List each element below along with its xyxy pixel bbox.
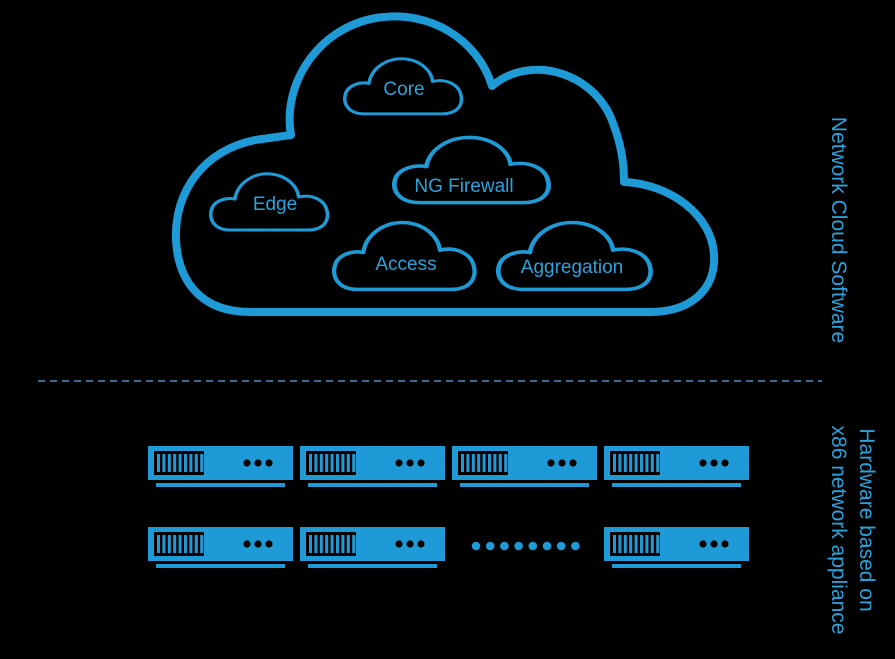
server-rack-icon (604, 527, 749, 568)
cloud-access: Access (334, 222, 474, 289)
cloud-edge: Edge (209, 171, 330, 232)
cloud-edge-label: Edge (253, 194, 297, 215)
network-cloud-outline (171, 12, 719, 316)
ellipsis-dot (514, 541, 523, 551)
cloud-aggregation: Aggregation (498, 222, 650, 289)
cloud-access-label: Access (375, 254, 436, 275)
cloud-core-label: Core (383, 79, 424, 100)
cloud-core: Core (343, 56, 464, 116)
ellipsis-dot (528, 541, 538, 551)
server-rack-icon (148, 446, 293, 487)
server-rack-icon (604, 446, 749, 487)
cloud-ng-firewall-label: NG Firewall (414, 176, 513, 197)
ellipsis-dot (542, 541, 552, 551)
server-rack-icon (148, 527, 293, 568)
server-rack-icon (300, 446, 445, 487)
ellipsis-dot (556, 541, 566, 551)
cloud-aggregation-label: Aggregation (521, 257, 623, 278)
cloud-ng-firewall: NG Firewall (394, 137, 548, 202)
appliance-ellipsis (471, 541, 580, 551)
hardware-layer-label-line2: x86 network appliance (827, 426, 850, 635)
server-rack-icon (300, 527, 445, 568)
software-layer-label: Network Cloud Software (827, 117, 850, 343)
hardware-layer-label-line1: Hardware based on (855, 428, 878, 611)
ellipsis-dot (500, 541, 509, 551)
ellipsis-dot (485, 541, 495, 551)
ellipsis-dot (471, 541, 481, 551)
hardware-appliances (148, 446, 749, 568)
server-rack-icon (452, 446, 597, 487)
ellipsis-dot (571, 541, 580, 551)
